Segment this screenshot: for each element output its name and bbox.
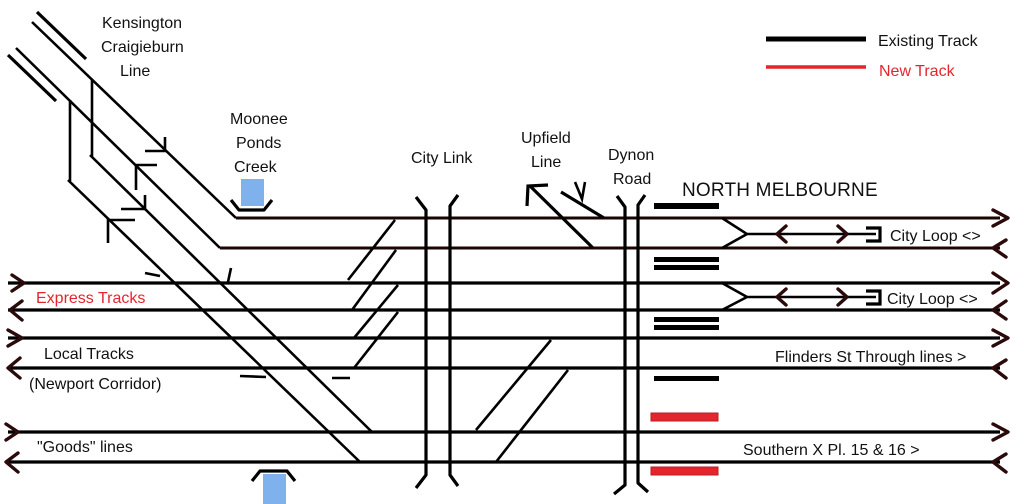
platform-4 — [654, 376, 719, 381]
moonee-ponds-label-line2: Ponds — [236, 135, 281, 152]
city-loop-spur-1 — [721, 216, 876, 250]
creek-top-bridge — [229, 199, 274, 212]
dynon-bridge-left — [612, 195, 627, 496]
platform-1 — [654, 203, 719, 209]
dynon-road-bridge — [612, 194, 650, 496]
arrow-right-3 — [991, 328, 1010, 348]
crossover-5 — [475, 339, 552, 431]
upfield-arrow-head — [525, 183, 549, 207]
station-title: NORTH MELBOURNE — [682, 180, 878, 201]
diagonal-track-3 — [89, 154, 373, 433]
upfield-label-line2: Line — [531, 154, 561, 171]
crossover-2 — [350, 249, 398, 311]
crossover-3 — [352, 284, 400, 339]
city-link-bridge-right — [448, 194, 460, 487]
left-direction-arrows — [4, 273, 26, 474]
city-loop-spur-2-left-arrow — [775, 287, 788, 307]
platform-2a — [654, 257, 719, 262]
kensington-label-line3: Line — [120, 63, 150, 80]
arrow-left-express-up — [10, 273, 26, 293]
arrow-right-1 — [991, 208, 1010, 228]
diagonal-stub-1 — [35, 10, 88, 61]
crossover-1 — [346, 219, 397, 281]
express-junction-stub — [144, 271, 161, 278]
moonee-ponds-creek — [229, 179, 297, 504]
city-link-bridge — [414, 194, 460, 489]
goods-lines-label: "Goods" lines — [37, 439, 133, 456]
city-loop-spur-2 — [721, 281, 876, 312]
signal-mark-2 — [134, 163, 157, 190]
kensington-label-line2: Craigieburn — [101, 39, 184, 56]
dynon-bridge-right — [636, 194, 650, 494]
creek-bottom-bridge — [250, 469, 297, 482]
arrow-left-local-up — [6, 328, 24, 348]
crossover-4 — [352, 311, 400, 369]
north-melbourne-platforms — [650, 203, 719, 476]
arrow-left-express-down — [8, 299, 24, 322]
city-loop-spur-1-buffer — [866, 226, 882, 243]
kensington-label-line1: Kensington — [102, 15, 182, 32]
arrow-left-3 — [991, 358, 1008, 380]
upfield-label-line1: Upfield — [521, 130, 571, 147]
signal-mark-1 — [145, 137, 167, 153]
city-loop-spur-2-right-arrow — [836, 287, 849, 307]
city-link-bridge-left — [414, 196, 428, 489]
arrow-left-1 — [991, 238, 1008, 259]
express-tracks-label: Express Tracks — [36, 290, 145, 307]
arrow-left-goods-up — [4, 422, 20, 442]
moonee-ponds-label-line1: Moonee — [230, 111, 288, 128]
creek-top — [241, 179, 264, 206]
express-junction-stub-2 — [226, 267, 233, 283]
city-loop-spur-1-right-arrow — [836, 224, 849, 244]
legend: Existing Track New Track — [766, 33, 979, 80]
platform-3b — [654, 325, 719, 330]
arrow-left-goods-down — [4, 451, 20, 474]
local-tracks-label: Local Tracks — [44, 346, 134, 363]
diagonal-track-4 — [67, 179, 361, 463]
right-direction-arrows — [991, 208, 1010, 474]
crossover-6 — [494, 369, 570, 463]
city-loop-label-1: City Loop <> — [890, 228, 981, 245]
arrow-left-4 — [991, 452, 1008, 474]
diagonal-track-1 — [31, 21, 237, 219]
legend-existing-label: Existing Track — [878, 33, 979, 50]
legend-new-label: New Track — [879, 63, 956, 80]
platform-3a — [654, 317, 719, 322]
platform-2b — [654, 265, 719, 270]
arrow-left-2 — [991, 299, 1008, 321]
diagonal-stub-2 — [6, 53, 58, 103]
city-link-label: City Link — [411, 150, 473, 167]
signal-mark-3 — [121, 195, 147, 211]
upfield-track-2-end — [573, 181, 587, 204]
city-loop-spurs — [721, 216, 882, 312]
diagonal-track-2 — [15, 47, 221, 249]
dynon-label-line2: Road — [613, 171, 651, 188]
crossovers — [346, 219, 570, 463]
horizontal-tracks — [8, 216, 1000, 464]
upfield-track-1 — [528, 184, 595, 250]
southern-cross-label: Southern X Pl. 15 & 16 > — [743, 442, 920, 459]
arrow-right-4 — [991, 422, 1010, 442]
city-loop-spur-1-left-arrow — [775, 224, 788, 244]
newport-corridor-label: (Newport Corridor) — [29, 376, 161, 393]
local-junction-stub-1 — [239, 374, 267, 379]
city-loop-label-2: City Loop <> — [887, 291, 978, 308]
upfield-track-2 — [560, 190, 605, 220]
arrow-left-local-down — [6, 356, 22, 380]
creek-bottom — [263, 474, 286, 504]
city-loop-spur-2-buffer — [866, 289, 882, 306]
moonee-ponds-label-line3: Creek — [234, 159, 278, 176]
upfield-line-tracks — [525, 181, 605, 250]
signal-mark-4 — [106, 218, 135, 243]
platform-new-1 — [650, 412, 719, 422]
platform-new-2 — [650, 466, 719, 476]
craigieburn-diagonal-tracks — [6, 10, 373, 463]
dynon-label-line1: Dynon — [608, 147, 654, 164]
flinders-st-label: Flinders St Through lines > — [775, 349, 966, 366]
arrow-right-2 — [991, 271, 1010, 295]
